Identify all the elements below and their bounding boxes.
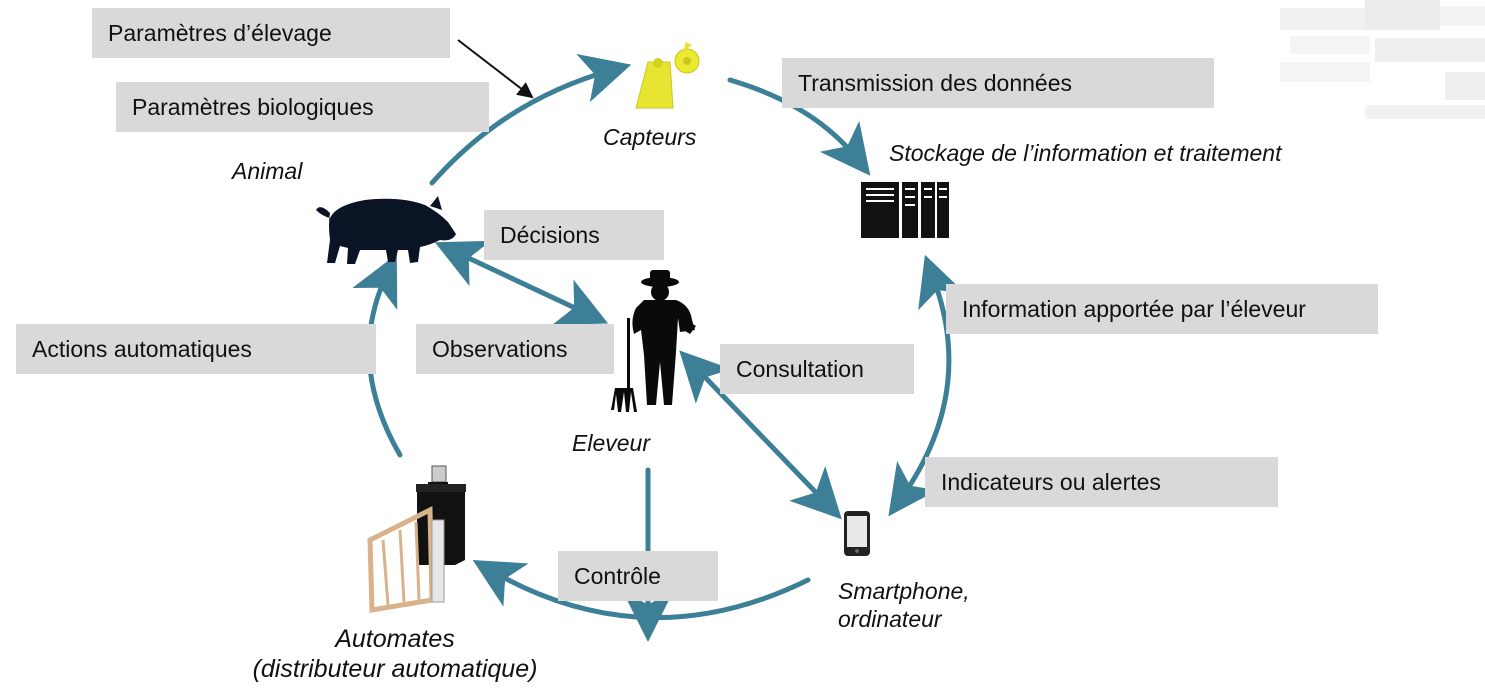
decorative-block bbox=[1375, 38, 1485, 62]
caption-smartphone: Smartphone, ordinateur bbox=[838, 578, 970, 633]
label-indicateurs-alertes: Indicateurs ou alertes bbox=[925, 457, 1278, 507]
decorative-block bbox=[1365, 0, 1440, 30]
decorative-block bbox=[1280, 8, 1370, 30]
arrow-stockage-smartphone bbox=[888, 254, 966, 517]
label-parametres-elevage: Paramètres d’élevage bbox=[92, 8, 450, 58]
arrow-animal-to-capteurs bbox=[429, 54, 632, 186]
arrow-smartphone-to-automates bbox=[472, 559, 811, 621]
caption-automates: Automates (distributeur automatique) bbox=[215, 624, 575, 684]
decorative-block bbox=[1365, 105, 1485, 119]
label-information-eleveur: Information apportée par l’éleveur bbox=[946, 284, 1378, 334]
label-actions-automatiques: Actions automatiques bbox=[16, 324, 376, 374]
decorative-block bbox=[1290, 36, 1370, 54]
arrow-parametres-to-loop bbox=[457, 39, 534, 99]
label-observations: Observations bbox=[416, 324, 614, 374]
ear-tag-icon bbox=[635, 42, 700, 109]
decorative-block bbox=[1445, 72, 1485, 100]
pig-icon bbox=[316, 196, 456, 264]
server-icon bbox=[861, 182, 949, 238]
caption-smartphone-line2: ordinateur bbox=[838, 605, 942, 632]
caption-eleveur: Eleveur bbox=[572, 430, 650, 456]
label-decisions: Décisions bbox=[484, 210, 664, 260]
arrow-capteurs-to-stockage bbox=[727, 77, 871, 176]
caption-animal: Animal bbox=[232, 158, 303, 184]
decorative-block bbox=[1280, 62, 1370, 82]
caption-automates-line1: Automates bbox=[335, 625, 455, 653]
caption-smartphone-line1: Smartphone, bbox=[838, 578, 970, 604]
label-transmission-donnees: Transmission des données bbox=[782, 58, 1214, 108]
label-parametres-biologiques: Paramètres biologiques bbox=[116, 82, 489, 132]
feeder-icon bbox=[367, 465, 466, 613]
label-controle: Contrôle bbox=[558, 551, 718, 601]
caption-capteurs: Capteurs bbox=[603, 124, 697, 150]
arrow-animal-eleveur bbox=[434, 240, 609, 325]
arrow-eleveur-smartphone bbox=[679, 350, 842, 520]
label-consultation: Consultation bbox=[720, 344, 914, 394]
smartphone-icon bbox=[844, 511, 870, 556]
decorative-block bbox=[1440, 6, 1485, 26]
caption-stockage: Stockage de l’information et traitement bbox=[889, 140, 1282, 166]
farmer-icon bbox=[611, 270, 696, 412]
caption-automates-line2: (distributeur automatique) bbox=[252, 655, 538, 683]
